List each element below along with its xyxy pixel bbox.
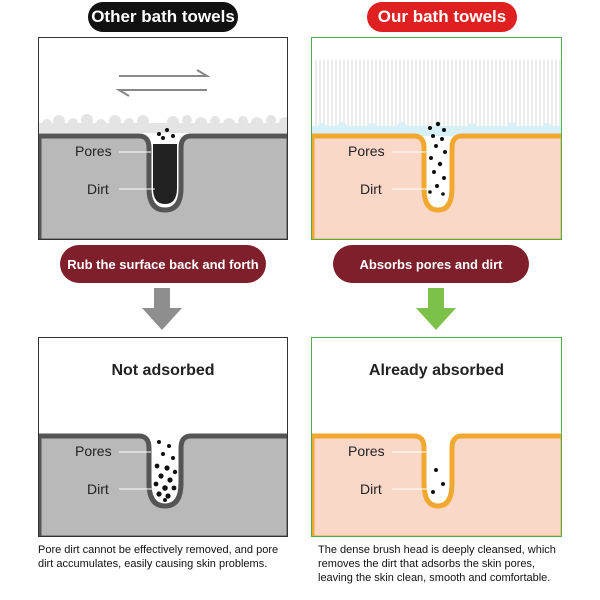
right-result-title: Already absorbed bbox=[368, 362, 505, 379]
left-bottom-pores-label: Pores bbox=[75, 443, 112, 459]
rub-arrows-icon bbox=[115, 69, 211, 97]
left-action-pill: Rub the surface back and forth bbox=[60, 245, 266, 283]
left-bottom-panel: Not adsorbed Pores Dirt bbox=[38, 337, 288, 537]
right-bottom-panel: Already absorbed Pores Dirt bbox=[311, 337, 562, 537]
skin-layer bbox=[39, 133, 287, 239]
right-top-panel: Pores Dirt bbox=[311, 37, 562, 240]
right-top-dirt-label: Dirt bbox=[360, 181, 382, 197]
left-header: Other bath towels bbox=[88, 2, 238, 32]
left-down-arrow-icon bbox=[142, 288, 182, 330]
right-top-pores-label: Pores bbox=[348, 143, 385, 159]
right-bottom-pores-label: Pores bbox=[348, 443, 385, 459]
right-bottom-dirt-label: Dirt bbox=[360, 481, 382, 497]
right-action-pill: Absorbs pores and dirt bbox=[333, 245, 529, 283]
left-top-panel: Pores Dirt bbox=[38, 37, 288, 240]
skin-layer bbox=[312, 433, 561, 536]
left-top-pores-label: Pores bbox=[75, 143, 112, 159]
right-down-arrow-icon bbox=[416, 288, 456, 330]
skin-layer bbox=[39, 433, 287, 536]
left-result-title: Not adsorbed bbox=[111, 362, 215, 379]
right-caption: The dense brush head is deeply cleansed,… bbox=[318, 544, 556, 584]
towel-fluff bbox=[39, 114, 287, 133]
left-bottom-dirt-label: Dirt bbox=[87, 481, 109, 497]
left-caption: Pore dirt cannot be effectively removed,… bbox=[38, 544, 279, 570]
brush-bristles bbox=[315, 60, 561, 126]
right-header: Our bath towels bbox=[367, 2, 517, 32]
skin-layer bbox=[312, 133, 561, 239]
left-top-dirt-label: Dirt bbox=[87, 181, 109, 197]
